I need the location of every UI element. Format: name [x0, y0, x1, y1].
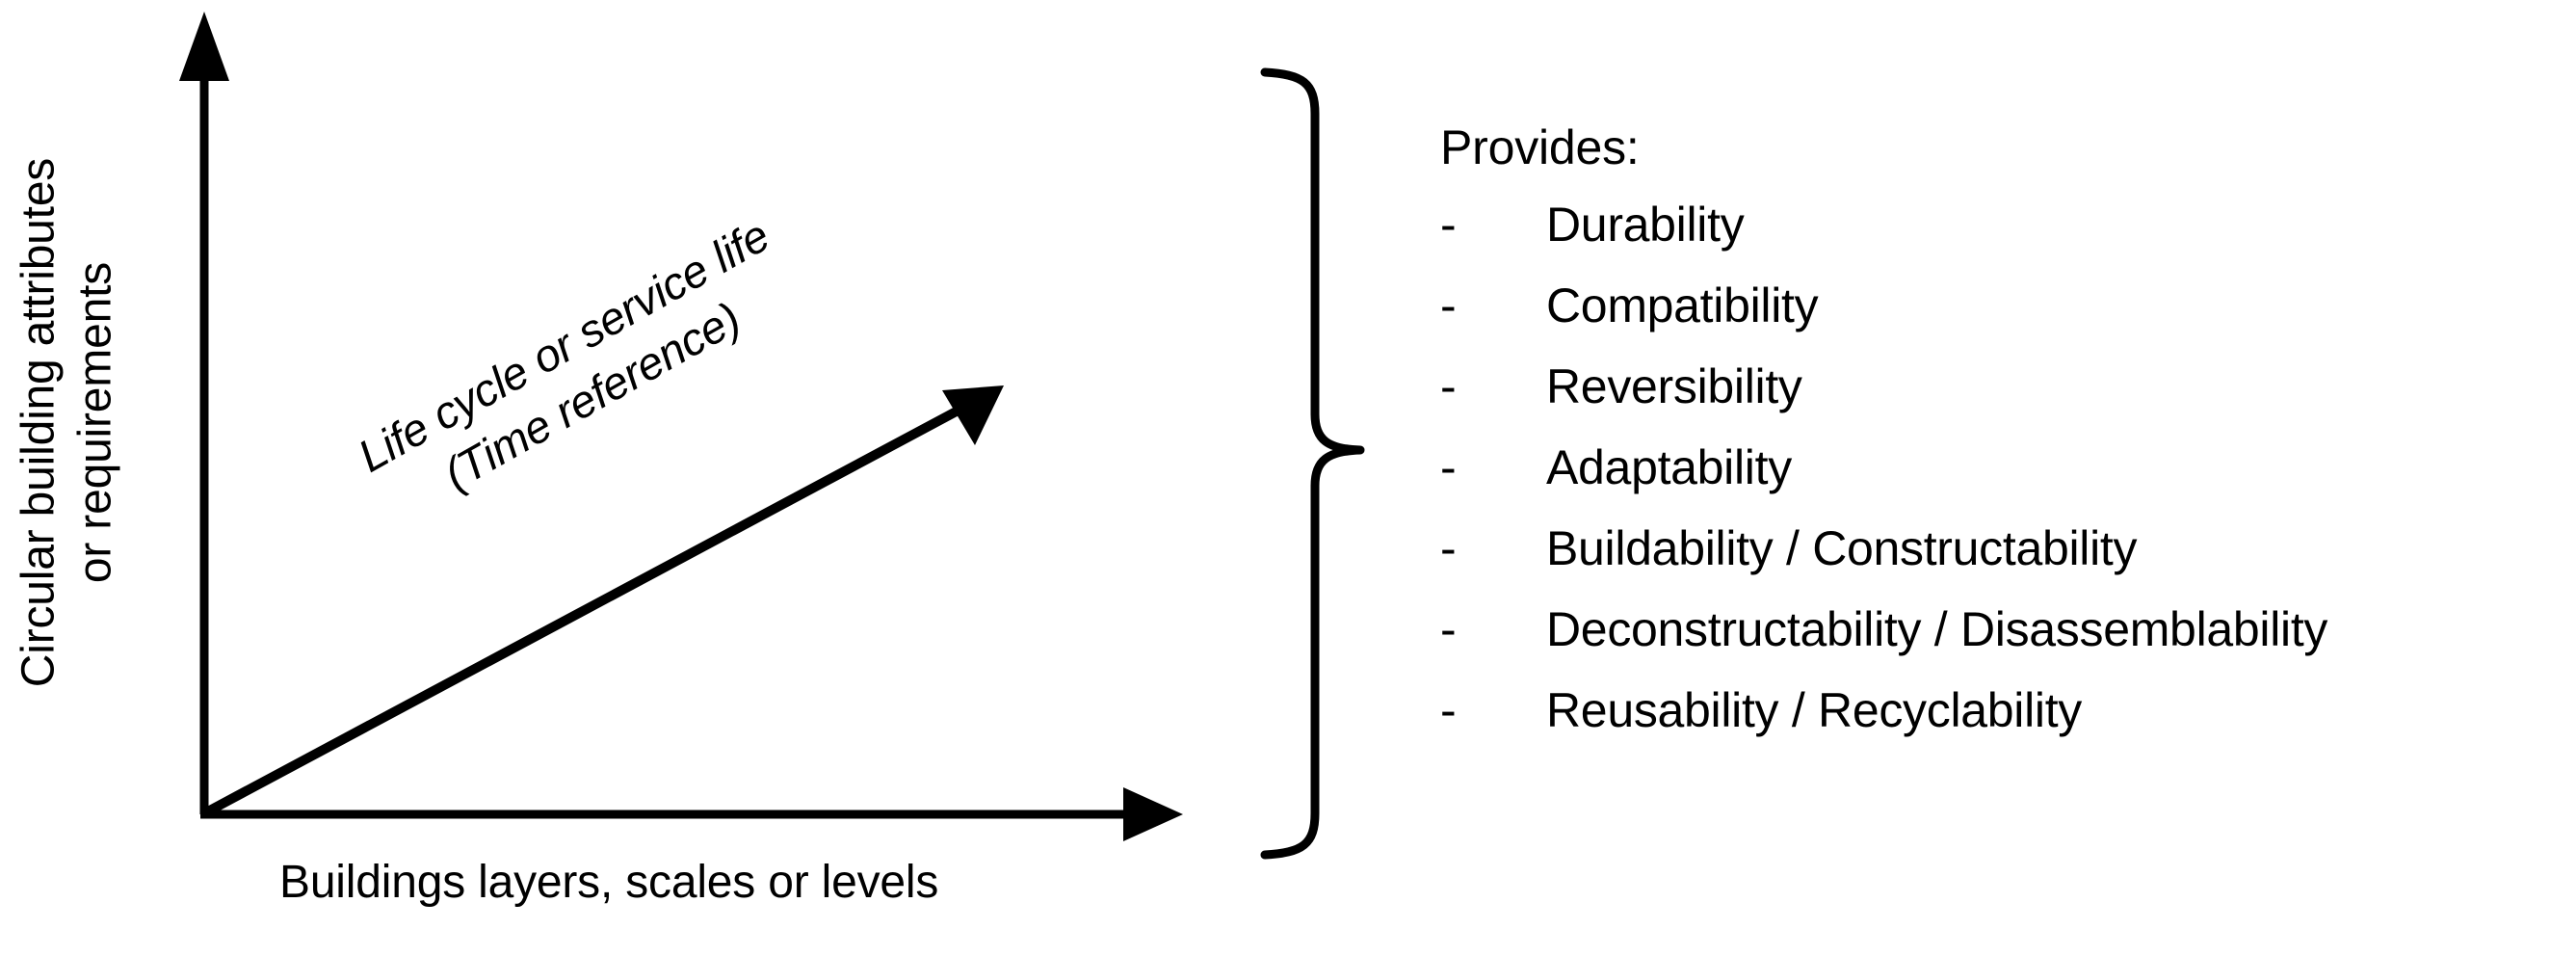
- list-bullet-dash: -: [1440, 440, 1457, 494]
- list-bullet-dash: -: [1440, 683, 1457, 737]
- provides-item-compatibility: Compatibility: [1546, 279, 1819, 332]
- provides-item-durability: Durability: [1546, 198, 1745, 252]
- x-axis-label: Buildings layers, scales or levels: [279, 857, 939, 908]
- provides-title: Provides:: [1440, 120, 1640, 174]
- diagonal-time-arrow: [203, 385, 1004, 817]
- provides-panel: Provides: - Durability - Compatibility -…: [1440, 123, 2548, 767]
- list-item: - Durability: [1440, 200, 2548, 249]
- list-bullet-dash: -: [1440, 359, 1457, 413]
- curly-brace: [1260, 67, 1365, 860]
- list-bullet-dash: -: [1440, 198, 1457, 252]
- list-bullet-dash: -: [1440, 521, 1457, 575]
- list-item: - Compatibility: [1440, 281, 2548, 330]
- provides-item-adaptability: Adaptability: [1546, 440, 1792, 494]
- list-bullet-dash: -: [1440, 279, 1457, 332]
- list-item: - Adaptability: [1440, 443, 2548, 491]
- provides-item-reusability: Reusability / Recyclability: [1546, 683, 2082, 737]
- list-item: - Reusability / Recyclability: [1440, 686, 2548, 734]
- x-axis-arrow: [200, 787, 1183, 841]
- provides-item-reversibility: Reversibility: [1546, 359, 1802, 413]
- provides-item-buildability: Buildability / Constructability: [1546, 521, 2138, 575]
- y-axis-label: Circular building attributes or requirem…: [11, 38, 123, 809]
- list-bullet-dash: -: [1440, 602, 1457, 656]
- provides-item-deconstructability: Deconstructability / Disassemblability: [1546, 602, 2328, 656]
- list-item: - Reversibility: [1440, 362, 2548, 411]
- list-item: - Buildability / Constructability: [1440, 524, 2548, 572]
- y-axis-arrow: [179, 12, 229, 814]
- y-axis-label-line-2: or requirements: [69, 261, 120, 584]
- list-item: - Deconstructability / Disassemblability: [1440, 605, 2548, 653]
- y-axis-label-line-1: Circular building attributes: [13, 157, 65, 688]
